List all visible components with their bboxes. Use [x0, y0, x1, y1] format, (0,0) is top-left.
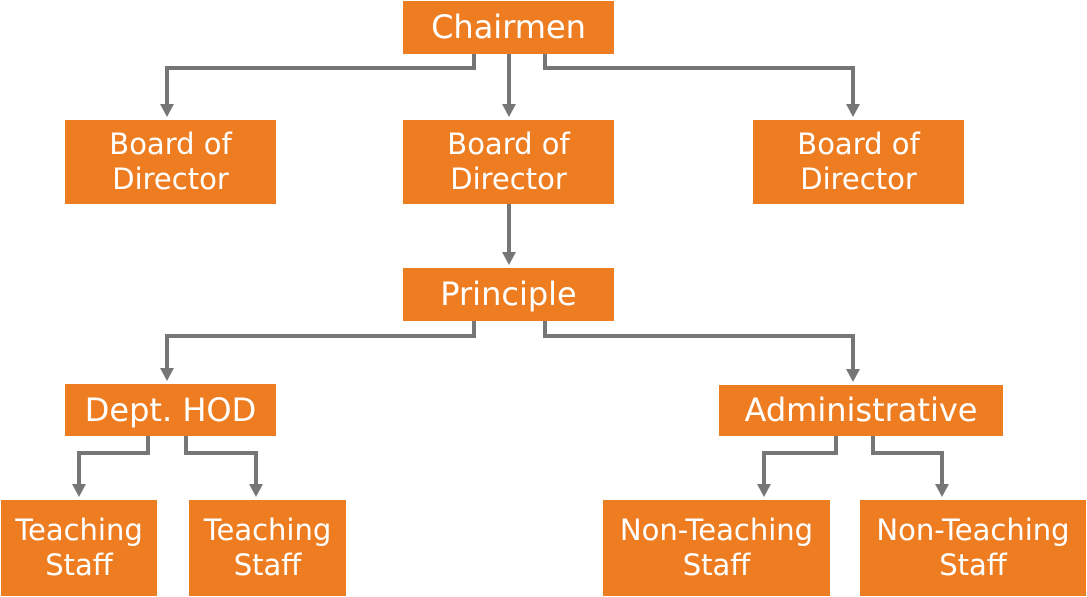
arrowhead: [935, 484, 949, 497]
connector-hod-teaching-2: [184, 436, 258, 488]
arrowhead: [757, 484, 771, 497]
node-label-line-1: Board of: [797, 127, 920, 162]
node-non-teaching-staff-right: Non-Teaching Staff: [860, 500, 1086, 596]
connector-administrative-non-teaching-1: [762, 436, 838, 488]
arrowhead: [160, 368, 174, 381]
arrowhead: [160, 104, 174, 117]
node-label-line-2: Director: [450, 162, 567, 196]
arrowhead: [249, 484, 263, 497]
node-label-line-2: Staff: [45, 548, 113, 582]
arrowhead: [846, 369, 860, 382]
arrowhead: [72, 484, 86, 497]
node-label-line-1: Non-Teaching: [876, 513, 1070, 548]
node-board-of-director-center: Board of Director: [403, 120, 614, 204]
node-label-line-2: Staff: [939, 548, 1007, 582]
node-label-line-1: Non-Teaching: [619, 513, 814, 548]
node-label-line-1: Board of: [447, 127, 570, 162]
node-principle: Principle: [403, 268, 614, 321]
node-label-line-2: Staff: [682, 548, 751, 582]
connector-principle-administrative: [543, 321, 855, 373]
node-label: Chairmen: [431, 8, 586, 47]
node-administrative: Administrative: [719, 385, 1003, 436]
node-board-of-director-left: Board of Director: [65, 120, 276, 204]
node-chairmen: Chairmen: [403, 1, 614, 54]
connector-chairmen-board-1: [165, 54, 476, 108]
arrowhead: [502, 104, 516, 117]
arrowhead: [846, 104, 860, 117]
node-label-line-2: Director: [112, 162, 229, 196]
node-label: Dept. HOD: [84, 390, 257, 429]
node-label-line-1: Board of: [109, 127, 232, 162]
node-label-line-2: Staff: [233, 548, 302, 582]
node-dept-hod: Dept. HOD: [65, 384, 276, 436]
node-label: Administrative: [744, 391, 978, 430]
connector-principle-hod: [165, 321, 476, 372]
node-non-teaching-staff-left: Non-Teaching Staff: [603, 500, 830, 596]
connector-administrative-non-teaching-2: [871, 436, 944, 488]
node-label-line-2: Director: [800, 162, 917, 196]
connector-hod-teaching-1: [77, 436, 150, 488]
connector-chairmen-board-3: [543, 54, 855, 108]
arrowhead: [502, 252, 516, 265]
node-label: Principle: [440, 275, 577, 314]
node-board-of-director-right: Board of Director: [753, 120, 964, 204]
node-teaching-staff-right: Teaching Staff: [189, 500, 346, 596]
node-label-line-1: Teaching: [15, 513, 143, 548]
node-teaching-staff-left: Teaching Staff: [1, 500, 157, 596]
node-label-line-1: Teaching: [203, 513, 332, 548]
